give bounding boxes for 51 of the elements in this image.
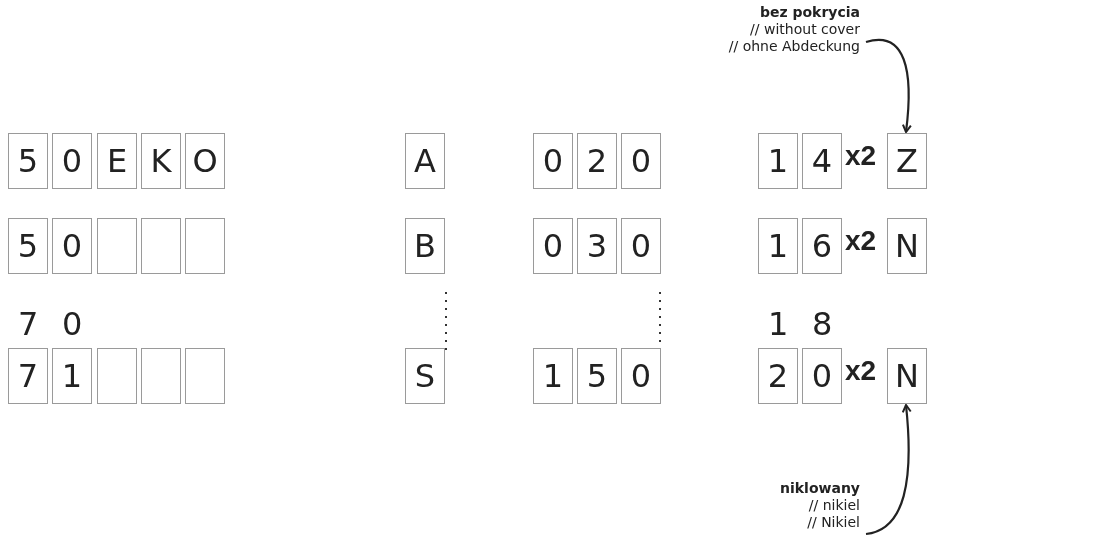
code-character-box: O bbox=[185, 133, 225, 189]
code-character-box: 2 bbox=[758, 348, 798, 404]
code-character-box: 7 bbox=[8, 348, 48, 404]
empty-box bbox=[97, 218, 137, 274]
code-character-box: 0 bbox=[52, 218, 92, 274]
code-character-box: 5 bbox=[8, 133, 48, 189]
annotation-text: // ohne Abdeckung bbox=[727, 38, 860, 55]
annotation-text: // Nikiel bbox=[806, 514, 860, 531]
code-character-box: N bbox=[887, 348, 927, 404]
code-character-box: 0 bbox=[621, 133, 661, 189]
annotation-text: // without cover bbox=[749, 21, 860, 38]
code-character-box: B bbox=[405, 218, 445, 274]
multiplier-label: x2 bbox=[845, 355, 877, 387]
multiplier-label: x2 bbox=[845, 225, 877, 257]
code-character-box: E bbox=[97, 133, 137, 189]
multiplier-label: x2 bbox=[845, 140, 877, 172]
code-character-box: 6 bbox=[802, 218, 842, 274]
empty-box bbox=[185, 218, 225, 274]
leader-line bbox=[865, 39, 912, 133]
code-character-box: 3 bbox=[577, 218, 617, 274]
code-character-box: 0 bbox=[802, 348, 842, 404]
code-character-box: N bbox=[887, 218, 927, 274]
code-character-box: 1 bbox=[52, 348, 92, 404]
leader-line bbox=[865, 404, 912, 536]
empty-box bbox=[185, 348, 225, 404]
code-character-box: 1 bbox=[758, 218, 798, 274]
code-character-box: 5 bbox=[8, 218, 48, 274]
code-character-box: S bbox=[405, 348, 445, 404]
code-character: 7 bbox=[18, 305, 39, 343]
code-character-box: 0 bbox=[533, 133, 573, 189]
code-character-box: A bbox=[405, 133, 445, 189]
empty-box bbox=[141, 348, 181, 404]
empty-box bbox=[141, 218, 181, 274]
code-character-box: 5 bbox=[577, 348, 617, 404]
code-character-box: 0 bbox=[533, 218, 573, 274]
code-character: 0 bbox=[62, 305, 83, 343]
code-character-box: 0 bbox=[621, 218, 661, 274]
code-character: 8 bbox=[812, 305, 833, 343]
code-character-box: 0 bbox=[621, 348, 661, 404]
empty-box bbox=[97, 348, 137, 404]
code-character: 1 bbox=[768, 305, 789, 343]
annotation-heading: niklowany bbox=[779, 480, 860, 497]
code-character-box: 4 bbox=[802, 133, 842, 189]
code-character-box: 0 bbox=[52, 133, 92, 189]
code-character-box: Z bbox=[887, 133, 927, 189]
code-character-box: 2 bbox=[577, 133, 617, 189]
code-character-box: K bbox=[141, 133, 181, 189]
annotation-heading: bez pokrycia bbox=[758, 4, 860, 21]
annotation-text: // nikiel bbox=[807, 497, 860, 514]
code-character-box: 1 bbox=[533, 348, 573, 404]
code-character-box: 1 bbox=[758, 133, 798, 189]
